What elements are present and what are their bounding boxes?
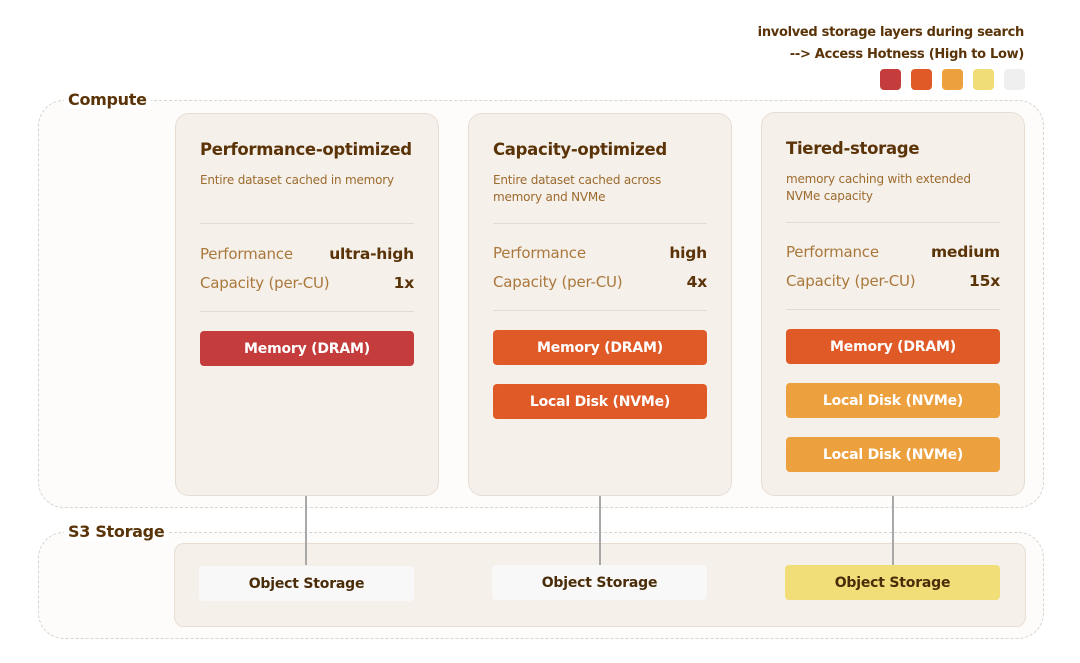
capacity-label: Capacity (per-CU)	[493, 273, 623, 291]
card-subtitle: Entire dataset cached across memory and …	[493, 173, 662, 204]
capacity-value: 1x	[393, 274, 415, 292]
connector-line	[892, 495, 894, 565]
card-divider	[786, 309, 1000, 310]
connector-line	[305, 495, 307, 565]
card-divider	[200, 311, 414, 312]
legend-swatch	[911, 69, 932, 90]
local-disk-nvme-layer: Local Disk (NVMe)	[493, 384, 707, 419]
card-title: Tiered-storage	[786, 139, 920, 158]
card-subtitle: Entire dataset cached in memory	[200, 173, 394, 187]
card-capacity-optimized: Capacity-optimized Entire dataset cached…	[468, 113, 732, 496]
local-disk-nvme-layer: Local Disk (NVMe)	[786, 437, 1000, 472]
legend-swatch	[973, 69, 994, 90]
card-divider	[786, 222, 1000, 223]
legend-title: involved storage layers during search	[757, 25, 1025, 40]
legend-swatch	[880, 69, 901, 90]
performance-label: Performance	[786, 243, 879, 261]
card-divider	[493, 223, 707, 224]
card-tiered-storage: Tiered-storage memory caching with exten…	[761, 112, 1025, 496]
object-storage-box: Object Storage	[492, 565, 707, 600]
local-disk-nvme-layer: Local Disk (NVMe)	[786, 383, 1000, 418]
performance-value: medium	[930, 243, 1000, 261]
memory-dram-layer: Memory (DRAM)	[786, 329, 1000, 364]
compute-label: Compute	[64, 90, 151, 109]
capacity-label: Capacity (per-CU)	[200, 274, 330, 292]
card-performance-optimized: Performance-optimized Entire dataset cac…	[175, 113, 439, 496]
card-title: Capacity-optimized	[493, 140, 667, 159]
card-divider	[493, 310, 707, 311]
legend-swatch	[942, 69, 963, 90]
legend-swatch	[1004, 69, 1025, 90]
performance-label: Performance	[493, 244, 586, 262]
card-subtitle: memory caching with extended NVMe capaci…	[786, 172, 971, 203]
capacity-label: Capacity (per-CU)	[786, 272, 916, 290]
connector-line	[599, 494, 601, 565]
capacity-value: 4x	[686, 273, 708, 291]
storage-label: S3 Storage	[64, 522, 169, 541]
performance-value: high	[669, 244, 707, 262]
legend-subtitle: --> Access Hotness (High to Low)	[789, 47, 1025, 62]
performance-label: Performance	[200, 245, 293, 263]
legend-swatches	[880, 69, 1025, 90]
object-storage-box: Object Storage	[199, 566, 414, 601]
capacity-value: 15x	[969, 272, 1000, 290]
performance-value: ultra-high	[329, 245, 414, 263]
card-divider	[200, 223, 414, 224]
memory-dram-layer: Memory (DRAM)	[200, 331, 414, 366]
memory-dram-layer: Memory (DRAM)	[493, 330, 707, 365]
card-title: Performance-optimized	[200, 140, 412, 159]
object-storage-box: Object Storage	[785, 565, 1000, 600]
